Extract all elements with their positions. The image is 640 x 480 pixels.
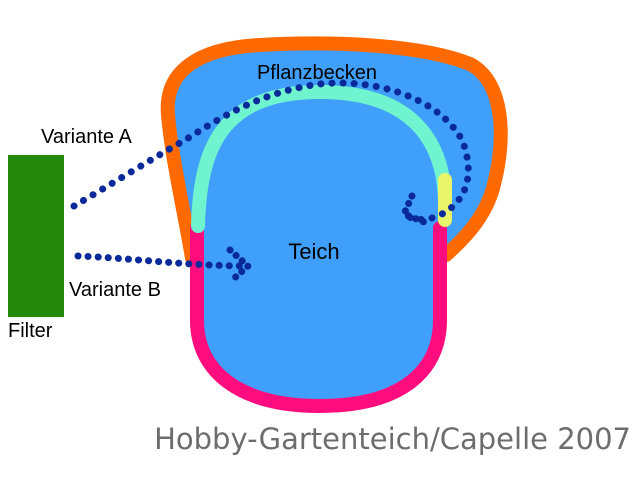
- pond-label: Teich: [288, 239, 339, 264]
- plant-basin-water: [167, 43, 501, 248]
- plant-basin-label: Pflanzbecken: [257, 62, 377, 84]
- variant-a-label: Variante A: [41, 126, 132, 148]
- outer-wall: [160, 36, 508, 265]
- filter-label: Filter: [8, 320, 53, 342]
- pond-water: [198, 92, 440, 405]
- divider-wall: [191, 85, 452, 233]
- pond-wall: [190, 221, 447, 413]
- flow-variant-b: [74, 252, 252, 270]
- credit-text: Hobby-Gartenteich/Capelle 2007: [154, 422, 631, 456]
- flow-variant-b-arrowhead: [226, 246, 254, 286]
- flow-variant-a: [70, 79, 472, 223]
- variant-b-label: Variante B: [69, 279, 161, 301]
- flow-variant-a-arrowhead: [399, 192, 428, 226]
- filter-box: [8, 155, 64, 317]
